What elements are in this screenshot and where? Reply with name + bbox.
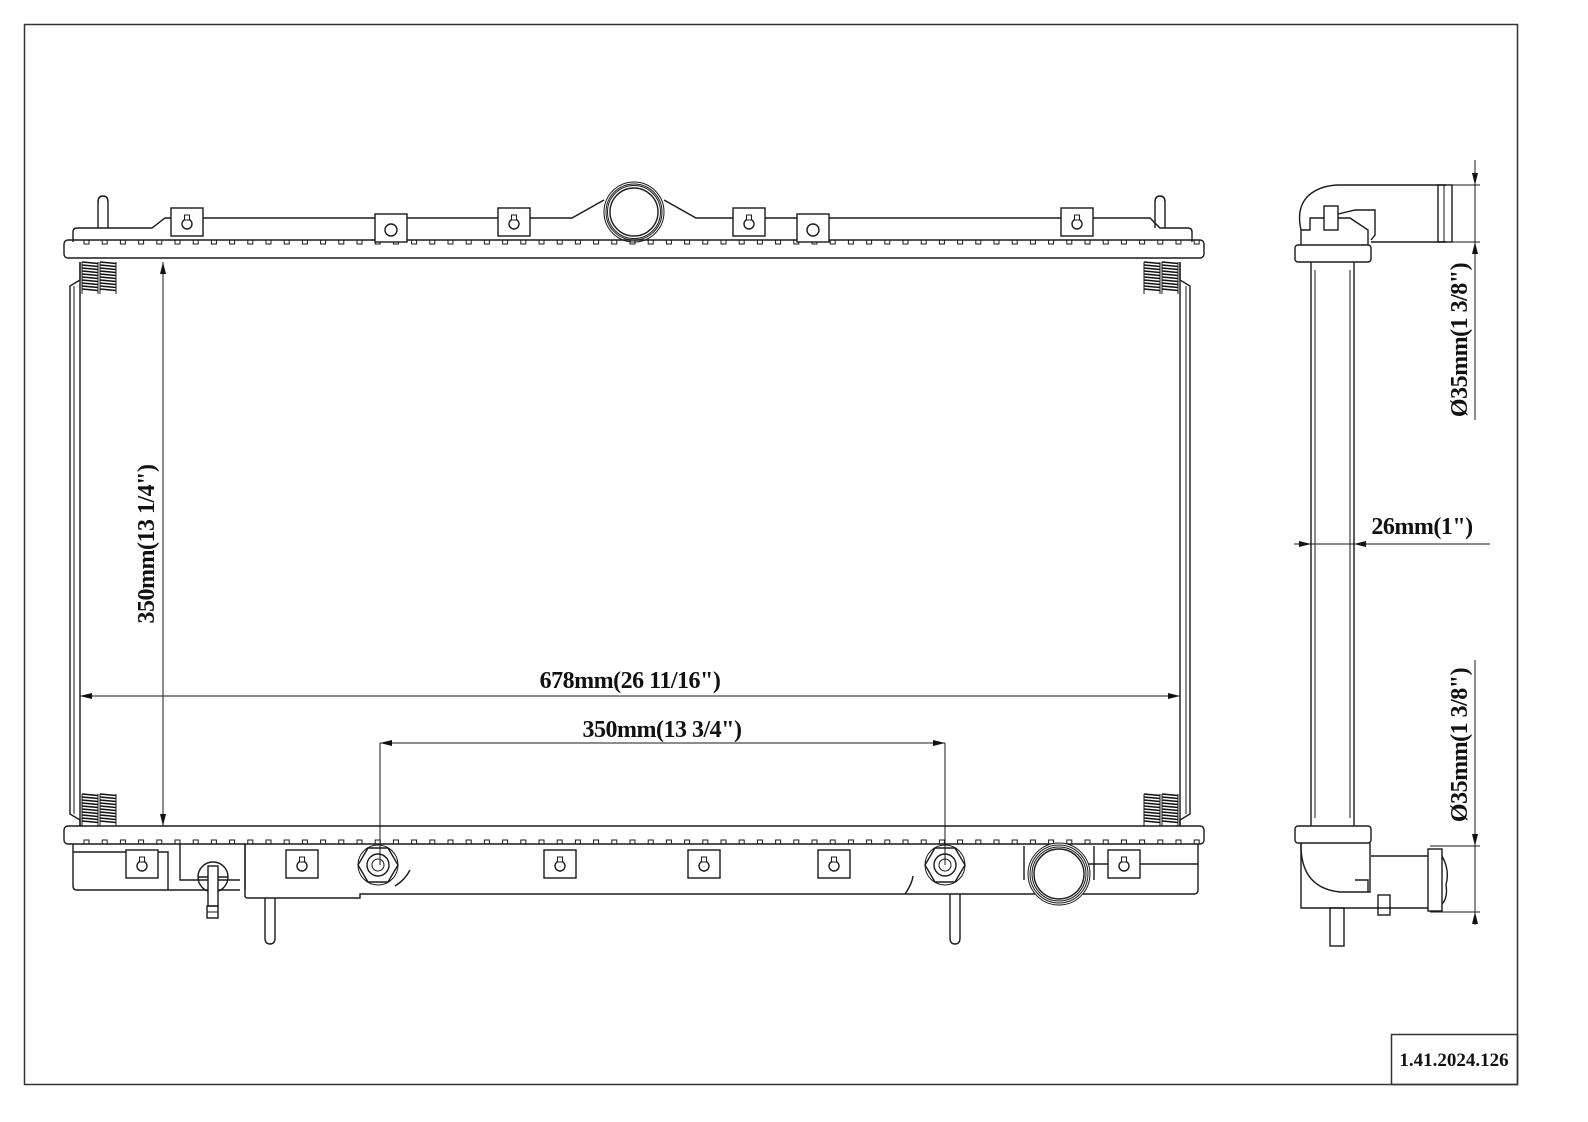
bottom-right-pin — [949, 894, 961, 945]
dim-inlet-diameter: Ø35mm(1 3/8") — [1446, 160, 1480, 420]
top-right-pin — [1154, 195, 1166, 228]
top-tank — [63, 181, 1205, 259]
dim-outlet-diameter: Ø35mm(1 3/8") — [1430, 660, 1480, 925]
side-view: Ø35mm(1 3/8") 26mm(1") Ø35mm(1 3/8") — [1294, 160, 1490, 947]
bottom-tank — [63, 825, 1205, 945]
dim-mount-spacing: 350mm(13 3/4") — [379, 717, 946, 865]
title-block: 1.41.2024.126 — [1390, 1033, 1519, 1086]
inlet-diameter-label: Ø35mm(1 3/8") — [1447, 263, 1473, 417]
top-left-pin — [97, 195, 109, 228]
dim-core-width: 678mm(26 11/16") — [80, 668, 1180, 699]
upper-inlet-neck — [603, 181, 665, 243]
dim-core-height: 350mm(13 1/4") — [134, 262, 166, 826]
core-width-label: 678mm(26 11/16") — [540, 668, 721, 694]
core-height-label: 350mm(13 1/4") — [134, 465, 160, 624]
drain-cock — [197, 861, 229, 919]
part-number: 1.41.2024.126 — [1399, 1050, 1508, 1071]
bottom-left-pin — [264, 898, 276, 945]
dim-core-thickness: 26mm(1") — [1294, 514, 1490, 547]
hex-fitting-left — [357, 844, 399, 886]
core — [69, 257, 1191, 826]
lower-outlet-neck — [1023, 842, 1095, 906]
mount-spacing-label: 350mm(13 3/4") — [583, 717, 742, 743]
top-crimp-tabs — [83, 240, 1200, 245]
outlet-diameter-label: Ø35mm(1 3/8") — [1447, 668, 1473, 822]
core-thickness-label: 26mm(1") — [1371, 514, 1472, 540]
front-view: 350mm(13 1/4") 678mm(26 11/16") 350mm(13… — [63, 181, 1205, 945]
drawing-border — [23, 23, 1519, 1086]
